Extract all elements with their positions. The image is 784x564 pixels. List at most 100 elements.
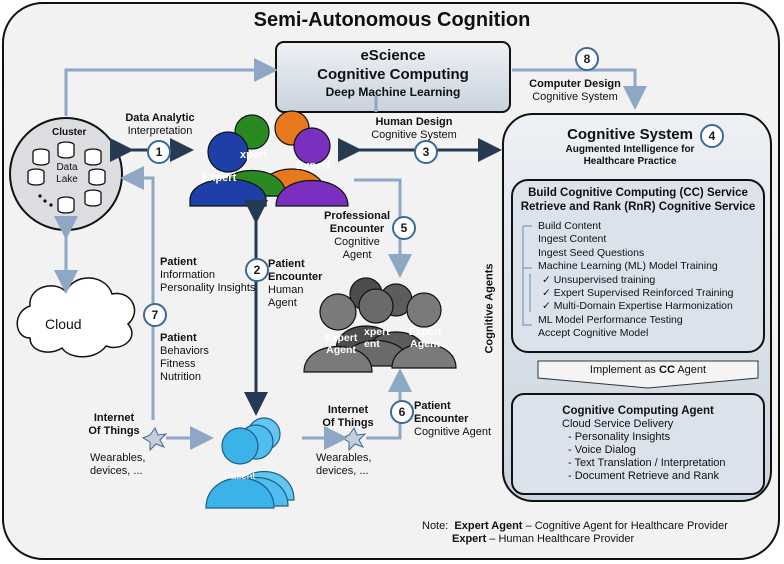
professional-title1: Professional: [323, 210, 391, 222]
step-number-5: 5: [392, 216, 416, 240]
cluster-title: Cluster: [52, 127, 87, 138]
patient-encounter-title2: Encounter: [268, 271, 323, 283]
cognitive-system-header: Cognitive System Augmented Intelligence …: [520, 126, 740, 168]
professional-sub1: Cognitive: [334, 236, 380, 248]
step-number-6: 6: [390, 400, 414, 424]
iot-mid-t1: Internet: [327, 404, 369, 416]
build-item-1: Build Content: [538, 220, 602, 232]
step-number-8: 8: [575, 47, 599, 71]
cloud-shape: [16, 277, 136, 358]
iot-mid-s2: devices, ...: [316, 465, 369, 477]
expert-label-green: xpert: [240, 149, 267, 161]
page-title: Semi-Autonomous Cognition: [253, 9, 531, 31]
patient-encounter-label: Patient Encounter Human Agent: [268, 258, 322, 310]
patient-encounter6-title2: Encounter: [414, 413, 469, 425]
escience-line3: Deep Machine Learning: [325, 85, 461, 99]
implement-bold: CC: [659, 364, 675, 376]
patient-encounter-sub2: Agent: [268, 297, 297, 309]
note-block: Note: Expert Agent – Cognitive Agent for…: [422, 520, 728, 546]
patient-encounter-sub1: Human: [268, 284, 304, 296]
note-line1: Note: Expert Agent – Cognitive Agent for…: [422, 520, 728, 533]
cognitive-system-sub1: Augmented Intelligence for: [565, 144, 695, 155]
build-item-5: ✓ Unsupervised training: [542, 273, 656, 286]
implement-text: Implement as: [589, 364, 659, 376]
patient-figure-label: Patient: [224, 471, 256, 482]
human-design-sub: Cognitive System: [371, 129, 457, 141]
agent-label-2: xpert ent: [364, 326, 390, 350]
agent-label-2a: xpert: [364, 326, 390, 338]
data-lake-line2: Lake: [56, 174, 78, 185]
build-box-title1: Build Cognitive Computing (CC) Service: [528, 187, 748, 199]
iot-left-t1: Internet: [93, 412, 135, 424]
step-number-3: 3: [414, 140, 438, 164]
cc-agent-title: Cognitive Computing Agent: [562, 405, 714, 417]
patient-behav-title: Patient: [160, 332, 197, 344]
build-item-2: Ingest Content: [538, 233, 607, 246]
step-number-2: 2: [245, 258, 269, 282]
cognitive-agents-side-label: Cognitive Agents: [483, 263, 496, 354]
data-lake-line1: Data: [56, 162, 78, 173]
iot-left-t2: Of Things: [88, 425, 140, 437]
build-item-3: Ingest Seed Questions: [538, 246, 645, 259]
agent-label-3: Expert Agent: [408, 326, 442, 350]
human-design-title: Human Design: [375, 116, 453, 128]
patient-behav-l1: Behaviors: [160, 345, 209, 357]
patient-behav-l2: Fitness: [160, 358, 196, 370]
cc-agent-item-2: - Voice Dialog: [568, 444, 636, 456]
patient-group: [205, 417, 295, 509]
iot-mid-sub: Wearables, devices, ...: [316, 452, 371, 478]
implement-label: Implement as CC Agent: [538, 364, 758, 377]
computer-design-label: Computer Design Cognitive System: [520, 78, 630, 104]
agent-label-1a: Expert: [324, 332, 358, 344]
escience-line2: Cognitive Computing: [317, 66, 469, 83]
note-v2: – Human Healthcare Provider: [486, 533, 635, 545]
iot-left-label: Internet Of Things: [82, 412, 146, 438]
iot-mid-s1: Wearables,: [316, 452, 372, 464]
data-analytic-sub: Interpretation: [127, 125, 193, 137]
patient-encounter6-sub: Cognitive Agent: [414, 426, 492, 438]
data-analytic-title: Data Analytic: [125, 112, 195, 124]
cc-agent-item-3: - Text Translation / Interpretation: [568, 457, 726, 469]
patient-encounter6-label: Patient Encounter Cognitive Agent: [414, 400, 491, 439]
build-item-9: Accept Cognitive Model: [538, 327, 649, 340]
iot-mid-t2: Of Things: [322, 417, 374, 429]
note-k2: Expert: [452, 533, 487, 545]
cc-agent-sub: Cloud Service Delivery: [562, 418, 674, 430]
cluster-dots: [38, 194, 53, 207]
patient-info-label: Patient Information Personality Insights: [160, 256, 255, 295]
iot-left-s2: devices, ...: [90, 465, 143, 477]
patient-info-l2: Personality Insights: [160, 282, 256, 294]
agent-group: [303, 277, 457, 373]
escience-line1: eScience: [360, 47, 426, 64]
patient-behav-l3: Nutrition: [160, 371, 201, 383]
build-service-box: [511, 179, 765, 353]
expert-label-purple: Expert: [296, 160, 331, 172]
iot-star-left: [141, 426, 168, 452]
computer-design-sub: Cognitive System: [532, 91, 618, 103]
agent-label-3b: Agent: [410, 338, 440, 350]
expert-label-blue: Expert: [202, 172, 237, 184]
escience-text: eScience Cognitive Computing Deep Machin…: [276, 46, 510, 100]
patient-info-title: Patient: [160, 256, 197, 268]
agent-label-2b: ent: [364, 338, 380, 350]
patient-behaviors-label: Patient Behaviors Fitness Nutrition: [160, 332, 209, 384]
note-k1: Expert Agent: [454, 520, 523, 532]
step-number-7: 7: [143, 303, 167, 327]
data-analytic-label: Data Analytic Interpretation: [110, 112, 210, 138]
human-design-label: Human Design Cognitive System: [354, 116, 474, 142]
build-item-7: ✓ Multi-Domain Expertise Harmonization: [542, 300, 733, 313]
light-arrows: [54, 58, 647, 450]
list-connectors: [522, 225, 532, 326]
agent-label-1b: Agent: [326, 344, 356, 356]
patient-encounter6-title1: Patient: [414, 400, 451, 412]
build-box-title: Build Cognitive Computing (CC) Service R…: [512, 186, 764, 214]
professional-encounter-label: Professional Encounter Cognitive Agent: [322, 210, 392, 262]
iot-mid-label: Internet Of Things: [316, 404, 380, 430]
data-lake-label: Data Lake: [52, 162, 82, 186]
step-number-4: 4: [700, 124, 724, 148]
note-line2: Expert – Human Healthcare Provider: [422, 533, 728, 546]
cc-agent-box: [511, 393, 765, 495]
iot-left-s1: Wearables,: [90, 452, 146, 464]
cloud-label: Cloud: [45, 316, 82, 332]
